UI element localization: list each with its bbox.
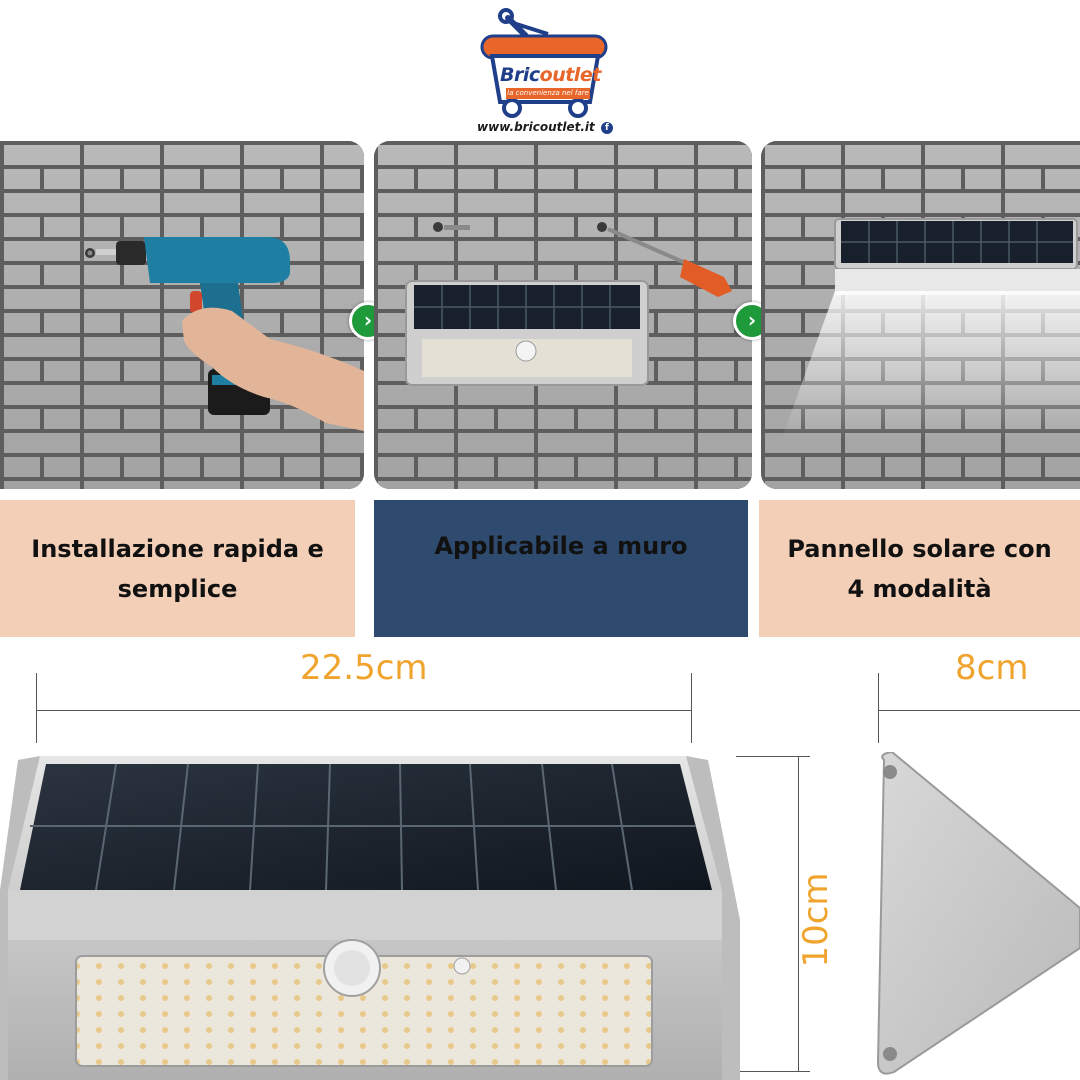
step-image-light-on xyxy=(761,141,1080,489)
wall-mount-illustration xyxy=(405,222,732,386)
height-dimension-tick-bottom xyxy=(736,1071,810,1072)
logo-brand-name: Bricoutlet xyxy=(500,64,601,86)
width-dimension-line xyxy=(36,710,692,711)
light-on-illustration xyxy=(781,218,1080,441)
width-dimension-label: 22.5cm xyxy=(300,648,428,688)
shopping-cart-icon xyxy=(480,8,608,118)
width-dimension-tick-right xyxy=(691,673,692,743)
height-dimension-tick-top xyxy=(736,756,810,757)
caption-wall-mountable: Applicabile a muro xyxy=(374,500,748,637)
website-url[interactable]: www.bricoutlet.it f xyxy=(470,120,620,134)
drill-illustration xyxy=(85,237,364,431)
product-front-view xyxy=(0,756,740,1080)
height-dimension-line xyxy=(798,756,799,1072)
depth-dimension-label: 8cm xyxy=(955,648,1029,688)
product-side-view xyxy=(876,752,1080,1075)
step-image-wall-mount xyxy=(374,141,752,489)
logo-tagline: la convenienza nel fare xyxy=(506,88,590,99)
depth-dimension-tick xyxy=(878,673,879,743)
step-image-drilling xyxy=(0,141,364,489)
width-dimension-tick-left xyxy=(36,673,37,743)
height-dimension-label: 10cm xyxy=(796,872,836,968)
brand-logo[interactable]: Bricoutlet la convenienza nel fare www.b… xyxy=(470,4,620,138)
facebook-icon[interactable]: f xyxy=(600,122,613,134)
depth-dimension-line xyxy=(878,710,1080,711)
